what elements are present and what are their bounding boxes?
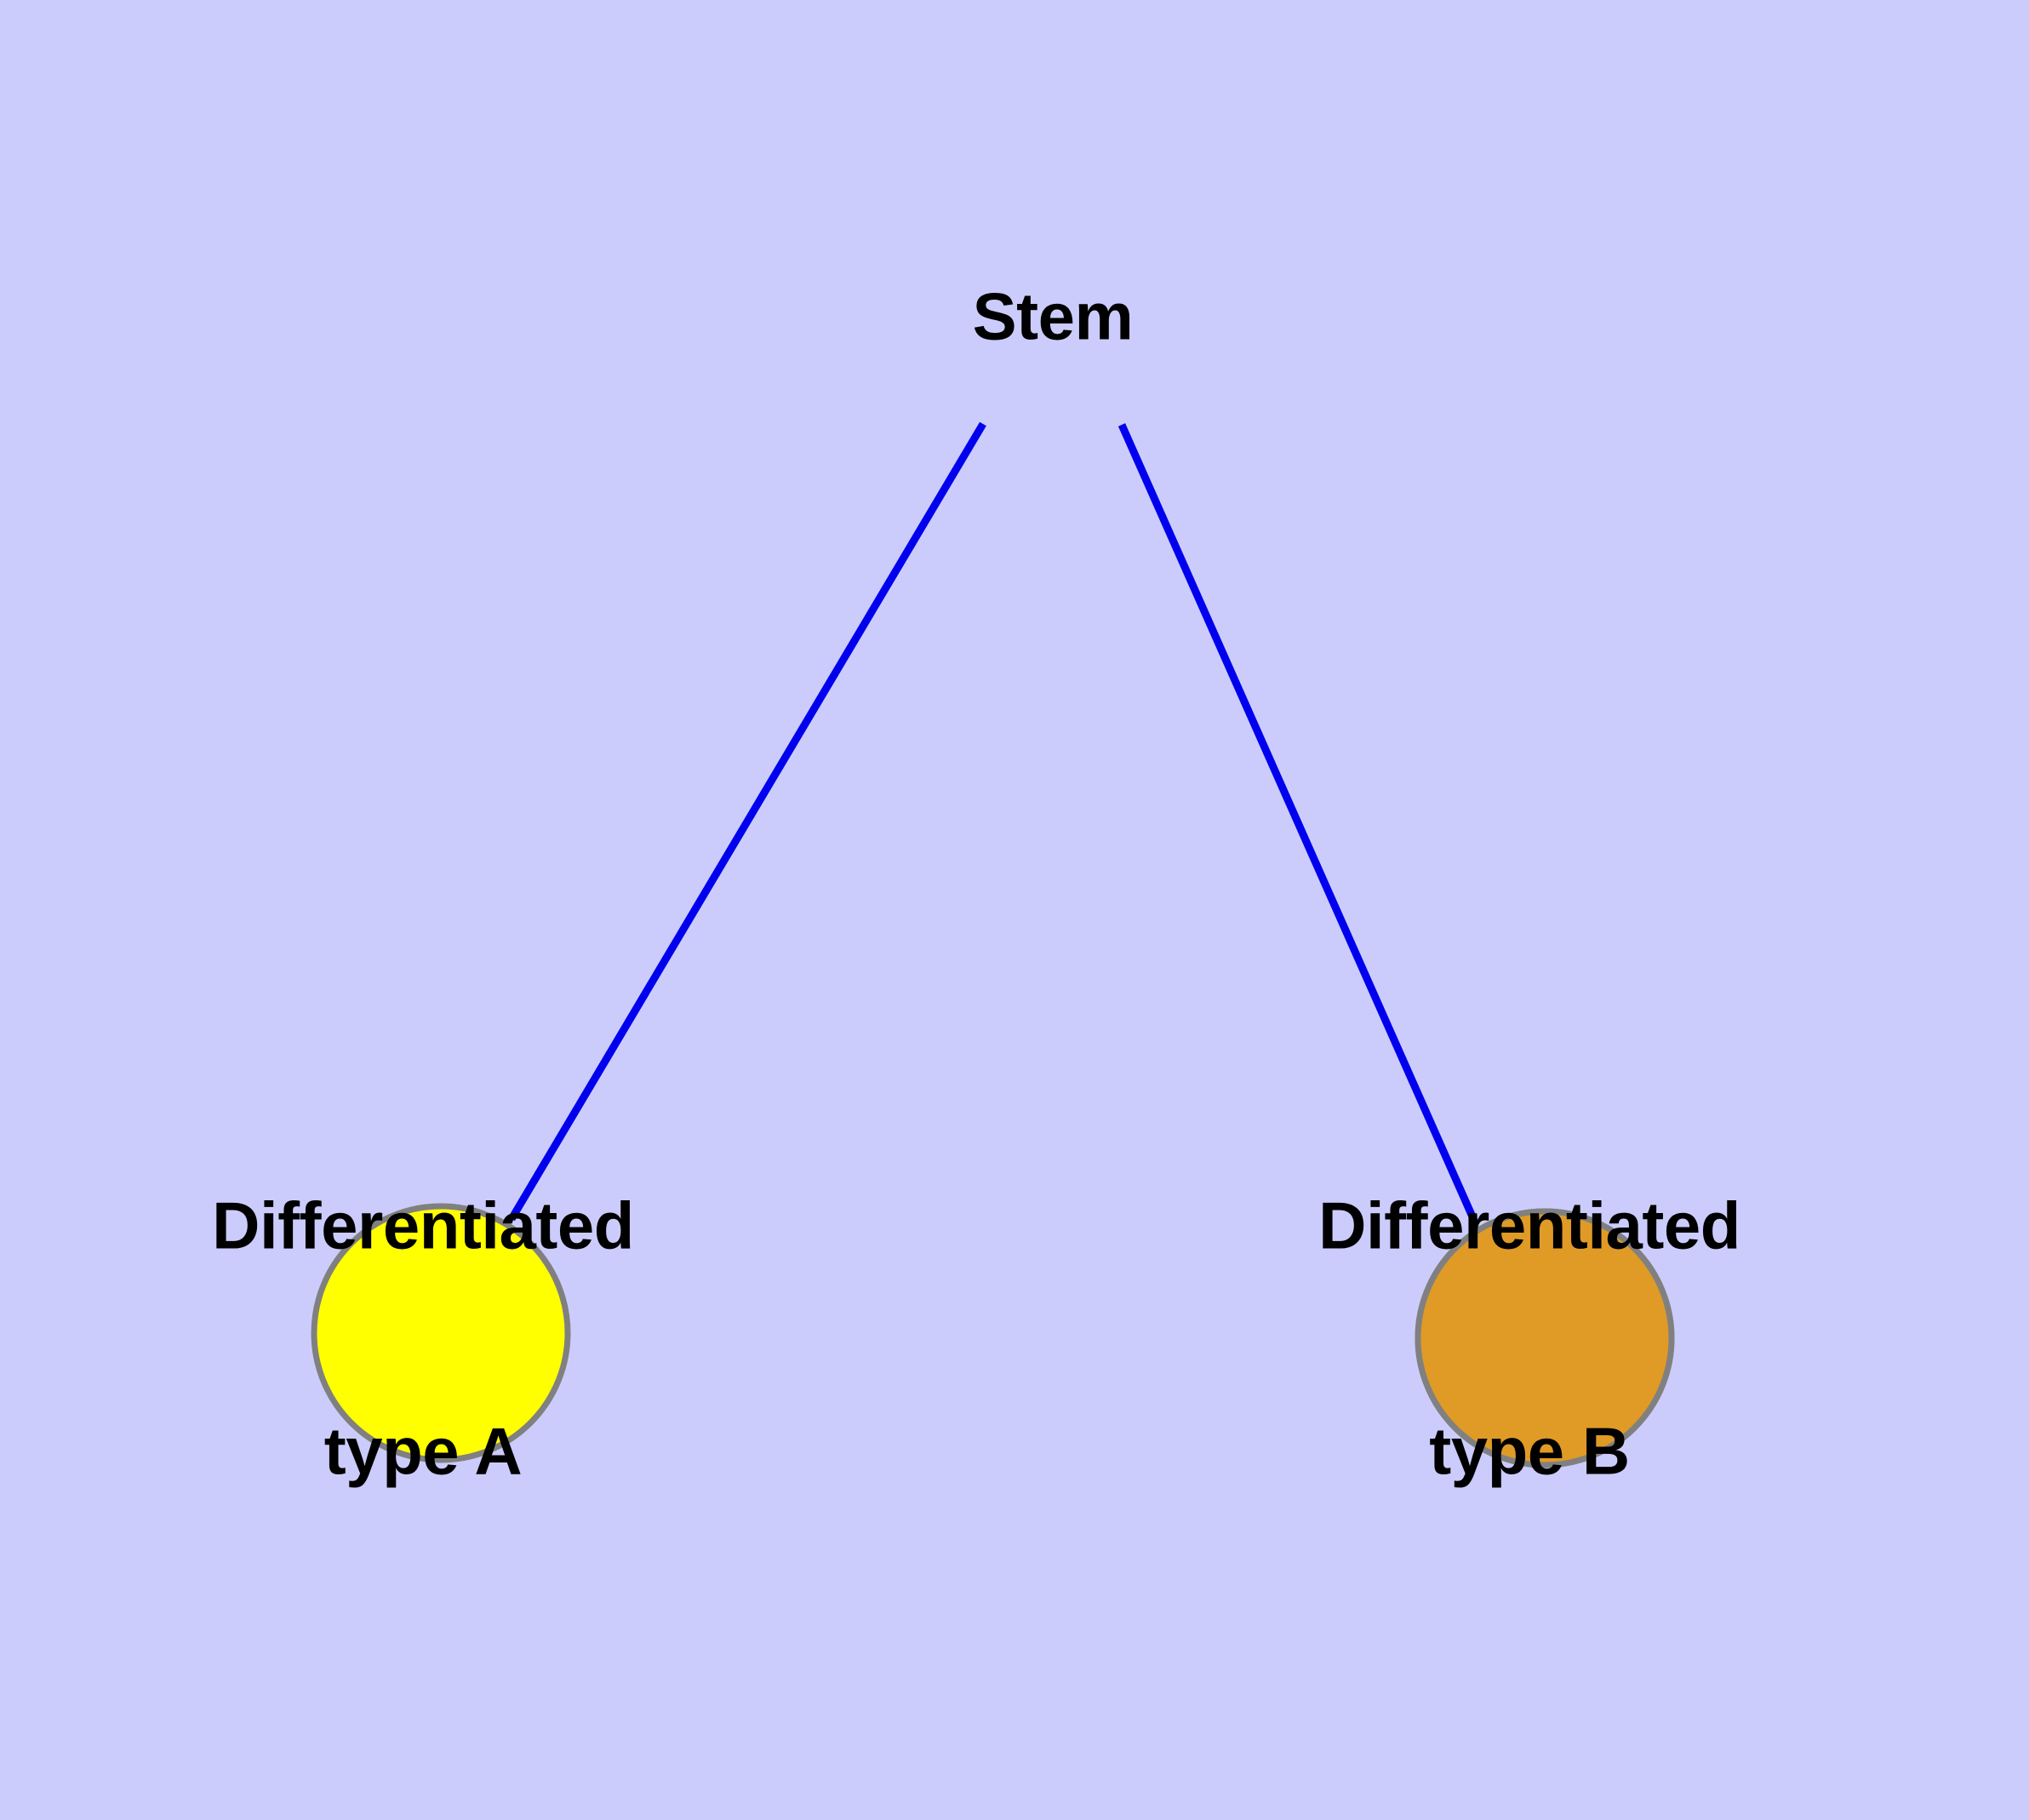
edge-stem-to-differentiated-type-a[interactable] [508,421,986,1222]
edge-stem-to-differentiated-type-b[interactable] [1117,423,1479,1224]
edge-layer [508,421,1479,1224]
node-stem[interactable] [311,1203,571,1463]
node-differentiated-type-b[interactable] [1415,1208,1675,1468]
node-layer [311,1203,1675,1468]
